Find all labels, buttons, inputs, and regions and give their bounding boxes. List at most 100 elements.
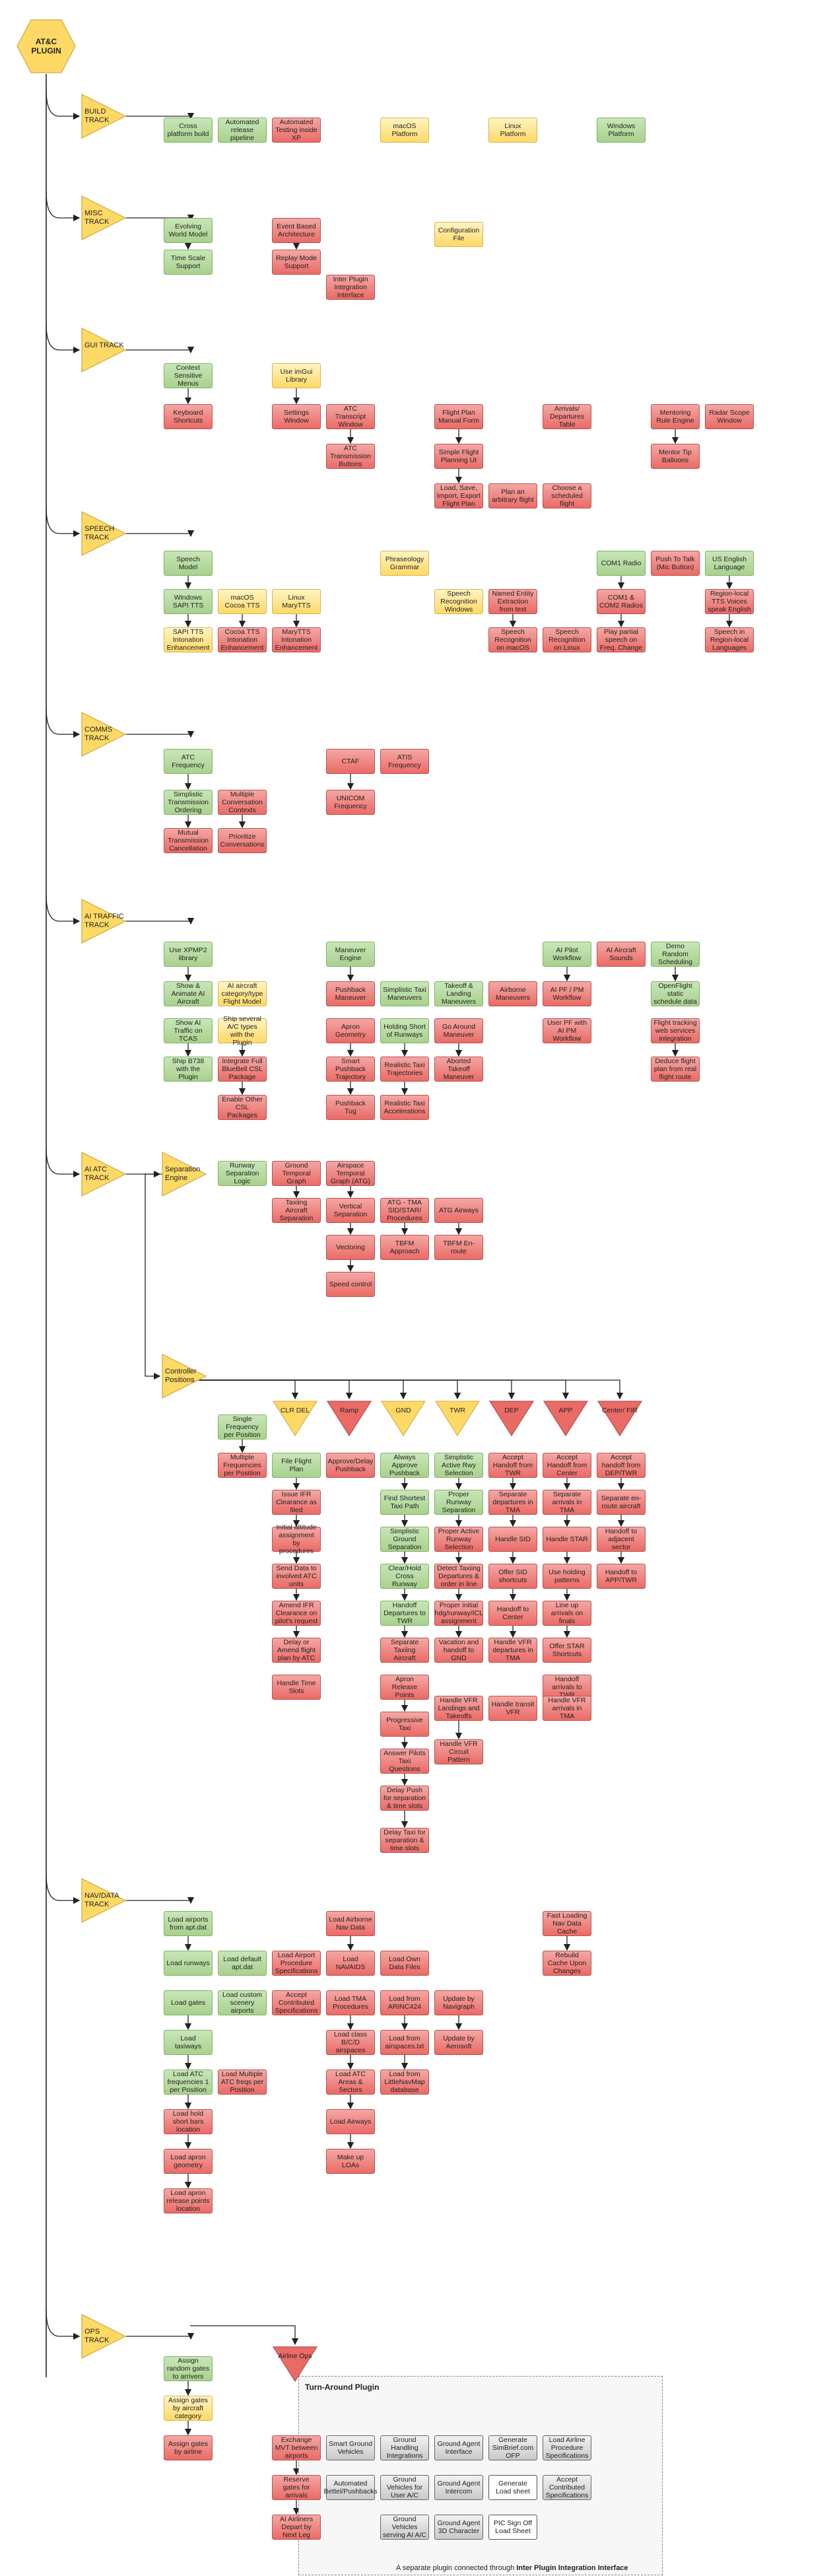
roadmap-item-t10: Pushback Maneuver xyxy=(326,981,375,1006)
roadmap-item-b2: Automated release pipeline xyxy=(218,118,267,143)
roadmap-item-c5: Prioritize Conversations xyxy=(218,828,267,853)
roadmap-item-de4: Offer SID shortcuts xyxy=(488,1564,537,1589)
roadmap-item-o1: Assign random gates to arrivers xyxy=(164,2356,213,2381)
track-aiatc: AI ATC TRACK xyxy=(81,1151,127,1197)
roadmap-item-tw2: Proper Runway Separation xyxy=(434,1490,483,1515)
roadmap-item-t15: Holding Short of Runways xyxy=(380,1018,429,1043)
position-label: TWR xyxy=(450,1407,465,1414)
position-airline: Airline Ops xyxy=(272,2346,318,2383)
roadmap-item-t26: Demo Random Scheduling xyxy=(651,942,700,967)
roadmap-item-tw7: Handle VFR Landings and Takeoffs xyxy=(434,1696,483,1721)
root-node: AT&C PLUGIN xyxy=(16,18,77,74)
roadmap-item-gn6: Separate Taxiing Aircraft xyxy=(380,1638,429,1663)
position-center: Center/ FIR xyxy=(597,1400,643,1437)
roadmap-item-ap1: Accept Handoff from Center xyxy=(543,1453,591,1478)
roadmap-item-s4: macOS Cocoa TTS xyxy=(218,589,267,614)
roadmap-item-c8: ATIS Frequency xyxy=(380,749,429,774)
roadmap-item-ap5: Line up arrivals on finals xyxy=(543,1601,591,1626)
roadmap-item-s3: SAPI TTS Intonation Enhancement xyxy=(164,627,213,652)
track-label: MISC TRACK xyxy=(84,209,110,226)
roadmap-item-t2: Show & Animate AI Aircraft xyxy=(164,981,213,1006)
roadmap-item-a9: TBFM Approach xyxy=(380,1235,429,1260)
roadmap-item-b3: Automated Testing inside XP xyxy=(272,118,321,143)
roadmap-item-s5: Cocoa TTS Intonation Enhancement xyxy=(218,627,267,652)
track-label: BUILD TRACK xyxy=(84,108,110,124)
roadmap-item-cl6: Delay or Amend flight plan by ATC xyxy=(272,1638,321,1663)
roadmap-item-n18: Load ATC Areas & Sectors xyxy=(326,2070,375,2095)
roadmap-item-g15: Radar Scope Window xyxy=(705,404,754,429)
roadmap-item-ce4: Handoff to APP/TWR xyxy=(597,1564,646,1589)
roadmap-item-b1: Cross platform build xyxy=(164,118,213,143)
roadmap-item-s19: Speech in Region-local Languages xyxy=(705,627,754,652)
roadmap-item-o6: AI Airliners Depart by Next Leg xyxy=(272,2515,321,2540)
roadmap-item-t16: Realistic Taxi Trajectories xyxy=(380,1057,429,1082)
roadmap-item-o14: Ground Agent 3D Character xyxy=(434,2515,483,2540)
roadmap-item-t6: Ship several A/C types with the Plugin xyxy=(218,1015,267,1047)
roadmap-item-n3: Load gates xyxy=(164,1990,213,2015)
roadmap-item-g14: Mentor Tip Balloons xyxy=(651,444,700,469)
roadmap-item-o19: Accept Contributed Specifications xyxy=(543,2475,591,2500)
roadmap-item-n15: Load NAVAIDS xyxy=(326,1951,375,1976)
roadmap-item-t9: Maneuver Engine xyxy=(326,942,375,967)
roadmap-item-t12: Smart Pushback Trajectory xyxy=(326,1057,375,1082)
roadmap-item-n27: Fast Loading Nav Data Cache xyxy=(543,1911,591,1936)
position-label: Center/ FIR xyxy=(601,1407,638,1414)
track-ops: OPS TRACK xyxy=(81,2313,127,2359)
roadmap-item-a3: Taxiing Aircraft Separation xyxy=(272,1198,321,1223)
roadmap-item-g5: ATC Transcript Window xyxy=(326,404,375,429)
roadmap-item-ra1: Approve/Delay Pushback xyxy=(326,1453,375,1478)
roadmap-item-ce1: Accept handoff from DEP/TWR xyxy=(597,1453,646,1478)
roadmap-item-n2: Load runways xyxy=(164,1951,213,1976)
roadmap-item-t3: Show AI Traffic on TCAS xyxy=(164,1018,213,1043)
roadmap-item-o16: Generate Load sheet xyxy=(488,2475,537,2500)
track-traffic: AI TRAFFIC TRACK xyxy=(81,898,127,944)
roadmap-item-s16: Push To Talk (Mic Button) xyxy=(651,551,700,576)
roadmap-item-n10: Load custom scenery airports xyxy=(218,1990,267,2015)
roadmap-item-t14: Simplistic Taxi Maneuvers xyxy=(380,981,429,1006)
roadmap-item-t19: Go Around Maneuver xyxy=(434,1018,483,1043)
roadmap-item-ap6: Offer STAR Shortcuts xyxy=(543,1638,591,1663)
roadmap-item-n25: Update by Navigraph xyxy=(434,1990,483,2015)
roadmap-item-s6: Linux MaryTTS xyxy=(272,589,321,614)
roadmap-item-g3: Use imGui Library xyxy=(272,363,321,388)
roadmap-item-n21: Load Own Data Files xyxy=(380,1951,429,1976)
roadmap-item-n14: Load Airborne Nav Data xyxy=(326,1911,375,1936)
roadmap-item-g7: Flight Plan Manual Form xyxy=(434,404,483,429)
roadmap-item-o7: Smart Ground Vehicles xyxy=(326,2435,375,2460)
roadmap-item-n9: Load default apt.dat xyxy=(218,1951,267,1976)
roadmap-item-n19: Load Airways xyxy=(326,2109,375,2134)
roadmap-item-t20: Aborted Takeoff Maneuver xyxy=(434,1057,483,1082)
roadmap-item-m1: Evolving World Model xyxy=(164,218,213,243)
position-ramp: Ramp xyxy=(326,1400,372,1437)
roadmap-item-s7: MaryTTS Intonation Enhancement xyxy=(272,627,321,652)
position-label: Airline Ops xyxy=(278,2352,312,2360)
roadmap-item-ce2: Separate en-route aircraft xyxy=(597,1490,646,1515)
roadmap-item-a5: Vertical Separation xyxy=(326,1198,375,1223)
roadmap-item-ap3: Handle STAR xyxy=(543,1527,591,1552)
track-label: OPS TRACK xyxy=(84,2328,110,2344)
track-misc: MISC TRACK xyxy=(81,195,127,241)
roadmap-item-c4: Multiple Conversation Contexts xyxy=(218,790,267,815)
roadmap-item-t28: Flight tracking web services integration xyxy=(651,1018,700,1043)
roadmap-item-n11: Load Multiple ATC freqs per Position xyxy=(218,2070,267,2095)
roadmap-item-t27: OpenFlight static schedule data xyxy=(651,981,700,1006)
roadmap-item-a4: Airspace Temporal Graph (ATG) xyxy=(326,1161,375,1186)
roadmap-item-s1: Speech Model xyxy=(164,551,213,576)
position-label: GND xyxy=(395,1407,411,1414)
roadmap-item-ap8: Handle VFR arrivals in TMA xyxy=(543,1696,591,1721)
plugin-note-prefix: A separate plugin connected through xyxy=(396,2564,517,2572)
roadmap-item-n26: Update by Aerosoft xyxy=(434,2030,483,2055)
roadmap-item-n7: Load apron geometry xyxy=(164,2149,213,2174)
subtrack-controller: Controller Positions xyxy=(161,1353,207,1399)
plugin-note: A separate plugin connected through Inte… xyxy=(396,2564,628,2572)
roadmap-item-s8: Phraseology Grammar xyxy=(380,551,429,576)
track-label: COMMS TRACK xyxy=(84,726,113,742)
track-label: SPEECH TRACK xyxy=(84,525,115,541)
roadmap-item-t25: AI Aircraft Sounds xyxy=(597,942,646,967)
roadmap-item-ap7: Handoff arrivals to TWR xyxy=(543,1675,591,1700)
roadmap-item-p1: Single Frequency per Position xyxy=(218,1414,267,1440)
roadmap-item-n12: Load Airport Procedure Specifications xyxy=(272,1951,321,1976)
roadmap-item-t5: AI aircraft category/type Flight Model xyxy=(218,981,267,1006)
roadmap-item-tw6: Vacation and handoff to GND xyxy=(434,1638,483,1663)
